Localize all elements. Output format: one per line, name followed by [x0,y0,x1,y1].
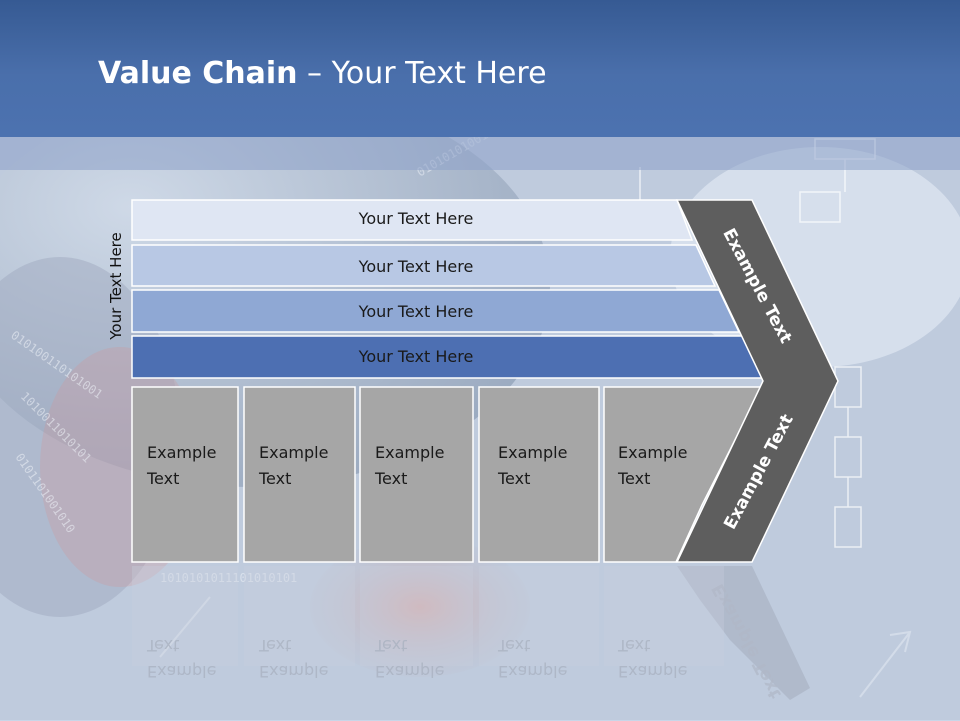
box-reflections [132,566,724,666]
title-bar [0,0,960,137]
activity-box-1[interactable] [131,386,239,563]
box-5-line2: Text [618,469,651,488]
box-5-reflection-line2: Text [618,636,651,655]
header-band [0,137,960,170]
box-2-reflection: Example Text [259,632,328,684]
activity-box-2[interactable] [243,386,356,563]
row-4-label: Your Text Here [358,347,474,366]
row-1-label: Your Text Here [358,209,474,228]
box-4-reflection-line1: Example [498,662,568,681]
row-1-bar[interactable] [131,199,694,241]
box-3-line1: Example [375,443,445,462]
box-3-reflection-line2: Text [375,636,408,655]
box-4-reflection: Example Text [498,632,567,684]
box-5-reflection-line1: Example [618,662,688,681]
box-5-reflection: Example Text [618,632,687,684]
box-4-reflection-line2: Text [498,636,531,655]
row-2-label: Your Text Here [358,257,474,276]
box-3-line2: Text [375,469,408,488]
title-rest: – Your Text Here [297,56,547,91]
activity-box-4[interactable] [478,386,600,563]
box-1-reflection: Example Text [147,632,216,684]
box-2-reflection-line1: Example [259,662,329,681]
slide-title: Value Chain – Your Text Here [98,55,547,93]
box-2-line2: Text [259,469,292,488]
svg-text:1010101011101010101: 1010101011101010101 [160,571,297,585]
row-2-bar[interactable] [131,244,717,287]
box-1-reflection-line1: Example [147,662,217,681]
box-3-reflection-line1: Example [375,662,445,681]
margin-chevron[interactable] [675,199,839,563]
box-3-reflection: Example Text [375,632,444,684]
chevron-reflection [677,566,810,700]
box-4-line1: Example [498,443,568,462]
activity-box-5[interactable] [603,386,764,563]
row-3-label: Your Text Here [358,302,474,321]
box-4-line2: Text [498,469,531,488]
box-1-line2: Text [147,469,180,488]
box-5-line1: Example [618,443,688,462]
title-bold: Value Chain [98,56,298,91]
box-2-reflection-line2: Text [259,636,292,655]
box-1-reflection-line2: Text [147,636,180,655]
box-2-line1: Example [259,443,329,462]
box-1-line1: Example [147,443,217,462]
activity-box-3[interactable] [359,386,474,563]
